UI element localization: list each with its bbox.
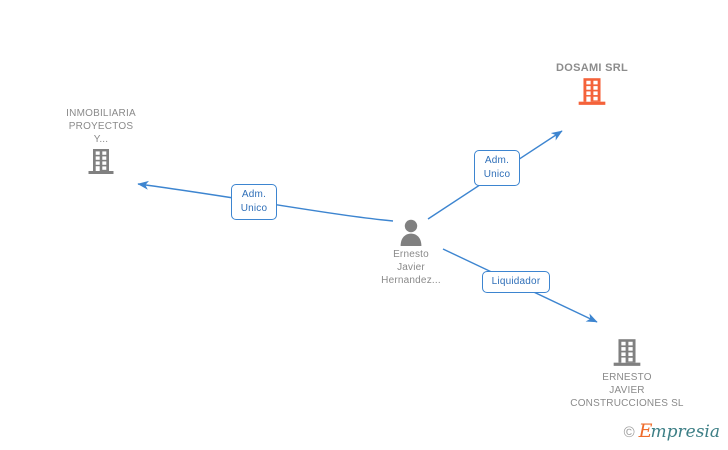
person-icon[interactable] xyxy=(331,218,491,246)
copyright-icon: © xyxy=(623,423,635,441)
building-icon[interactable] xyxy=(21,146,181,176)
node-label-ernesto-construcciones: ERNESTO JAVIER CONSTRUCCIONES SL xyxy=(570,372,684,409)
node-label-inmobiliaria: INMOBILIARIA PROYECTOS Y... xyxy=(66,108,136,145)
brand-name: mpresia xyxy=(650,422,721,442)
node-ernesto-construcciones[interactable]: ERNESTO JAVIER CONSTRUCCIONES SL xyxy=(547,336,707,410)
edge-label-liquidador[interactable]: Liquidador xyxy=(482,271,550,293)
node-label-person: Ernesto Javier Hernandez... xyxy=(381,249,441,286)
brand-initial: E xyxy=(638,420,653,442)
building-icon[interactable] xyxy=(512,75,672,107)
node-label-dosami: DOSAMI SRL xyxy=(555,62,629,74)
edge-label-adm-unico-dosami[interactable]: Adm. Unico xyxy=(474,150,520,186)
node-inmobiliaria[interactable]: INMOBILIARIA PROYECTOS Y... xyxy=(21,107,181,176)
node-dosami[interactable]: DOSAMI SRL xyxy=(512,62,672,107)
node-person[interactable]: Ernesto Javier Hernandez... xyxy=(331,218,491,287)
building-icon[interactable] xyxy=(547,336,707,368)
edge-label-adm-unico-inmobiliaria[interactable]: Adm. Unico xyxy=(231,184,277,220)
empresia-watermark: © Empresia xyxy=(624,422,720,442)
